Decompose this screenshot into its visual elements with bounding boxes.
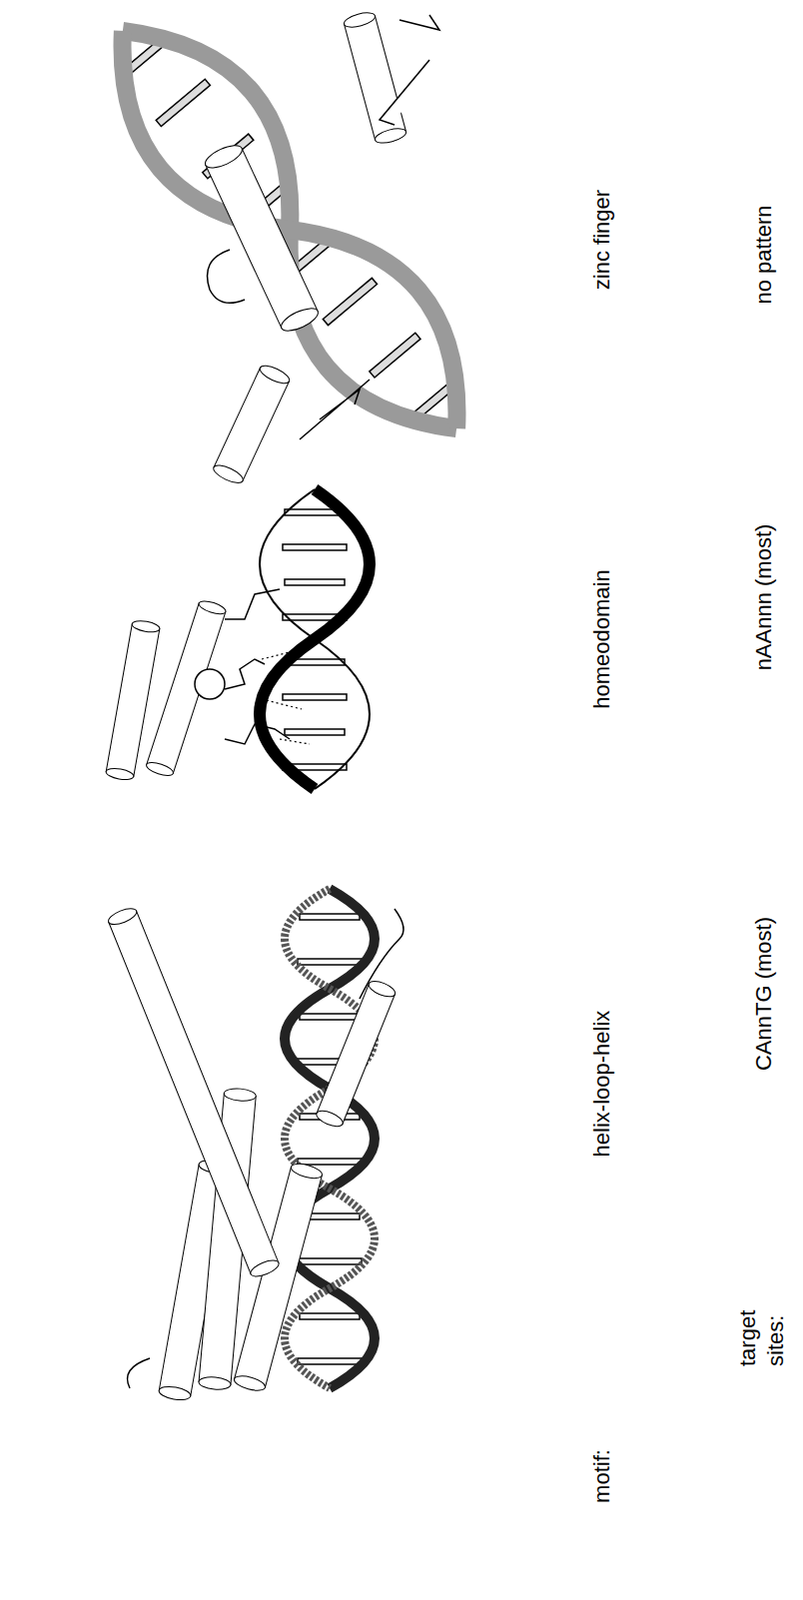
loop — [207, 249, 246, 303]
row-header: motif: — [588, 1449, 617, 1504]
zinc-finger-illustration — [76, 0, 503, 487]
hlh-illustration — [105, 888, 404, 1403]
side-chain — [224, 659, 265, 690]
loop — [127, 1358, 151, 1389]
dna-strand — [259, 489, 370, 790]
homeodomain-illustration — [104, 489, 370, 790]
dna-strand — [76, 0, 503, 468]
dna-strand — [284, 888, 375, 1389]
target-site: CAnnTG (most) — [750, 916, 779, 1071]
contact-line — [261, 649, 310, 745]
helix-cylinder — [342, 9, 408, 146]
dna-strand — [284, 888, 375, 1389]
side-chain — [224, 589, 280, 620]
dna-strand — [259, 489, 370, 790]
helix-cylinder — [210, 362, 292, 487]
target-site: nAAnnn (most) — [750, 524, 779, 672]
motif-name: zinc finger — [588, 189, 617, 290]
row-header: target sites: — [734, 1290, 791, 1367]
motif-name: homeodomain — [588, 569, 617, 709]
beta-sheet — [299, 379, 370, 440]
helix-cylinder — [201, 140, 321, 336]
dna-strand — [76, 0, 503, 468]
beta-sheet — [379, 14, 440, 125]
helix-cylinder — [105, 904, 281, 1280]
helix-cylinder — [314, 977, 398, 1129]
helix-cylinder — [144, 598, 227, 779]
motif-name: helix-loop-helix — [588, 1010, 617, 1158]
side-chain — [224, 724, 290, 745]
residue — [194, 669, 225, 700]
target-site: no pattern — [750, 204, 779, 304]
loop — [359, 908, 404, 999]
